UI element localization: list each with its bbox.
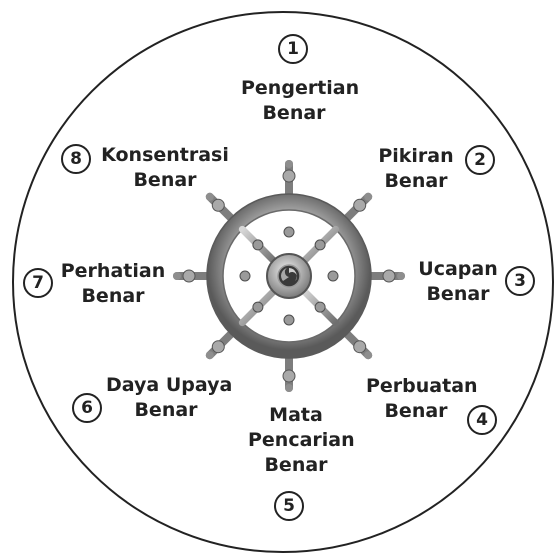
step-number-2: 2 (465, 145, 495, 175)
spoke-bead (328, 271, 338, 281)
step-label-5: Mata Pencarian Benar (248, 403, 344, 478)
step-label-1: Pengertian Benar (241, 76, 347, 126)
label-line: Pengertian (241, 76, 347, 101)
spoke-bead (253, 240, 263, 250)
handle-tip (285, 384, 293, 392)
label-line: Benar (60, 284, 166, 309)
spoke-bead (315, 240, 325, 250)
step-number-3: 3 (505, 266, 535, 296)
handle-tip (285, 160, 293, 168)
step-number-8: 8 (61, 144, 91, 174)
label-line: Konsentrasi (100, 143, 230, 168)
label-line: Benar (376, 169, 456, 194)
handle-tip (206, 193, 214, 201)
label-line: Benar (418, 282, 498, 307)
handle-knob (283, 370, 295, 382)
label-line: Perbuatan (366, 374, 466, 399)
step-label-2: Pikiran Benar (376, 144, 456, 194)
label-line: Mata (248, 403, 344, 428)
label-line: Benar (100, 168, 230, 193)
handle-tip (397, 272, 405, 280)
spoke-bead (284, 227, 294, 237)
label-line: Pikiran (376, 144, 456, 169)
spoke-bead (240, 271, 250, 281)
step-label-4: Perbuatan Benar (366, 374, 466, 424)
handle-knob (283, 170, 295, 182)
handle-knob (354, 341, 366, 353)
handle-knob (383, 270, 395, 282)
label-line: Ucapan (418, 257, 498, 282)
label-line: Pencarian (248, 428, 344, 453)
handle-tip (364, 351, 372, 359)
label-line: Benar (241, 101, 347, 126)
label-line: Benar (106, 398, 226, 423)
step-number-6: 6 (72, 393, 102, 423)
handle-tip (173, 272, 181, 280)
label-line: Perhatian (60, 259, 166, 284)
step-number-1: 1 (278, 34, 308, 64)
step-number-4: 4 (467, 405, 497, 435)
handle-tip (206, 351, 214, 359)
handle-knob (212, 199, 224, 211)
step-label-6: Daya Upaya Benar (106, 373, 226, 423)
spoke-bead (253, 302, 263, 312)
handle-tip (364, 193, 372, 201)
step-label-3: Ucapan Benar (418, 257, 498, 307)
dharma-wheel-icon (173, 160, 405, 392)
label-line: Benar (248, 453, 344, 478)
spoke-bead (315, 302, 325, 312)
handle-knob (212, 341, 224, 353)
spoke-bead (284, 315, 294, 325)
label-line: Benar (366, 399, 466, 424)
step-number-7: 7 (23, 268, 53, 298)
step-number-5: 5 (274, 491, 304, 521)
step-label-8: Konsentrasi Benar (100, 143, 230, 193)
handle-knob (183, 270, 195, 282)
step-label-7: Perhatian Benar (60, 259, 166, 309)
label-line: Daya Upaya (106, 373, 226, 398)
handle-knob (354, 199, 366, 211)
